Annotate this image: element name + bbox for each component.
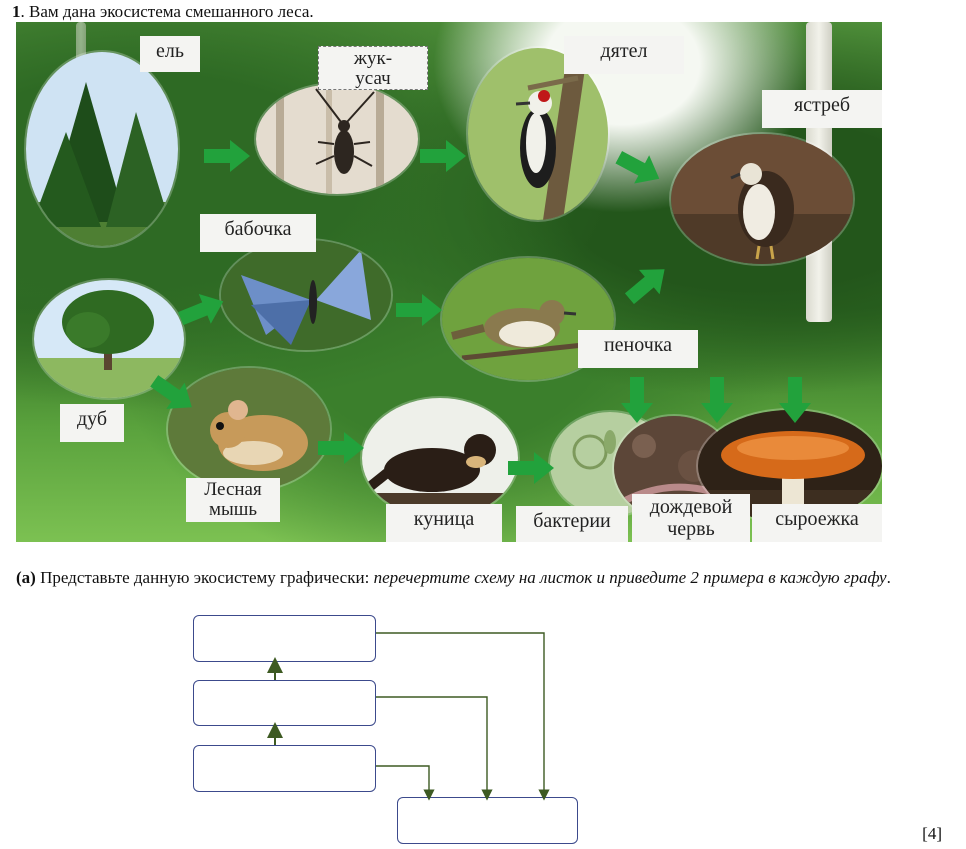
label-butterfly: бабочка [200,214,316,252]
scheme-box-decomposers[interactable] [397,797,578,844]
arrow-down-3 [779,377,811,423]
ecosystem-picture: ель жук- усач дятел ястреб бабочка дуб п… [16,22,882,542]
task-a-text: Представьте данную экосистему графически… [35,568,374,587]
question-text: . Вам дана экосистема смешанного леса. [20,2,314,21]
beetle-picture [256,84,418,194]
connector-top-to-decomposers [376,632,550,801]
arrow-down-1 [621,377,653,423]
label-mushroom: сыроежка [752,504,882,542]
connector-bottom-to-decomposers [376,765,435,801]
label-oak: дуб [60,404,124,442]
task-a-italic: перечертите схему на листок и приведите … [373,568,887,587]
label-mouse: Лесная мышь [186,478,280,522]
label-spruce: ель [140,36,200,72]
marks: [4] [922,824,942,843]
label-woodpecker: дятел [564,36,684,74]
question-number: 1 [12,2,21,21]
task-a-suffix: . [886,568,891,587]
label-warbler: пеночка [578,330,698,368]
label-earthworm: дождевой червь [632,494,750,542]
arrow-marten-to-decomposers [508,452,554,484]
label-beetle: жук- усач [318,46,428,90]
scheme-box-bottom[interactable] [193,745,376,792]
label-bacteria: бактерии [516,506,628,542]
butterfly-picture [221,240,391,350]
spruce-picture [26,52,178,246]
scheme-box-top[interactable] [193,615,376,662]
arrow-warbler-to-hawk [619,257,675,311]
label-hawk: ястреб [762,90,882,128]
label-marten: куница [386,504,502,542]
hawk-picture [671,134,853,264]
arrow-woodpecker-to-hawk [611,143,667,193]
arrow-beetle-to-woodpecker [420,140,466,172]
arrow-down-2 [701,377,733,423]
arrow-oak-to-mouse [145,368,201,421]
arrow-oak-to-butterfly [175,287,230,334]
marten-picture [362,398,518,518]
arrow-mouse-to-marten [318,432,364,464]
arrow-spruce-to-beetle [204,140,250,172]
connector-middle-to-decomposers [376,696,493,801]
question-title: 1. Вам дана экосистема смешанного леса. [12,2,314,22]
warbler-picture [442,258,614,380]
scheme-box-middle[interactable] [193,680,376,726]
task-a-prefix: (a) [16,568,36,587]
mushroom-picture [698,410,882,522]
arrow-butterfly-to-warbler [396,294,442,326]
task-a-instruction: (a) Представьте данную экосистему графич… [16,567,946,589]
woodpecker-picture [468,48,608,220]
mouse-picture [168,368,330,490]
